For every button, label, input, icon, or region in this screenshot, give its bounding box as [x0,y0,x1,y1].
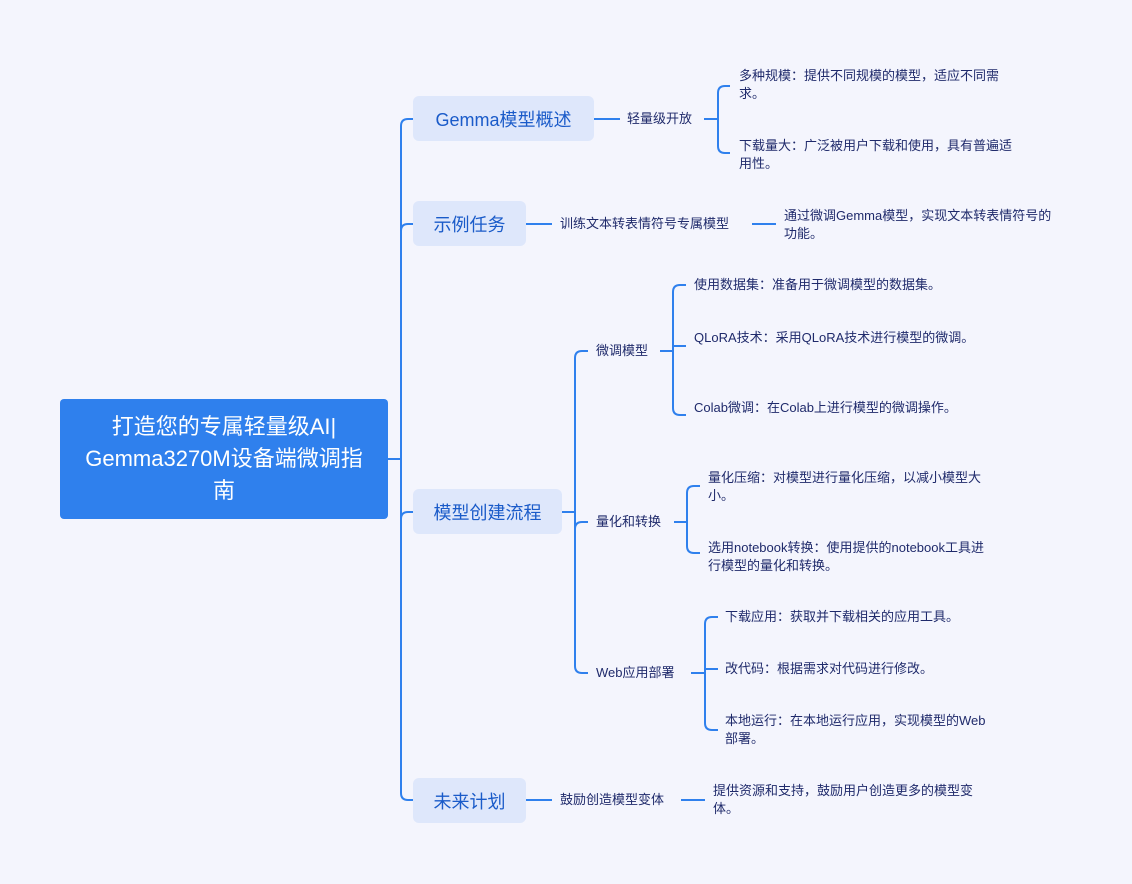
node-lightweight-open[interactable]: 轻量级开放 [627,111,693,126]
leaf-dataset[interactable]: 使用数据集：准备用于微调模型的数据集。 [694,277,942,292]
root-title: 打造您的专属轻量级AI| Gemma3270M设备端微调指南 [85,414,363,503]
leaf-colab[interactable]: Colab微调：在Colab上进行模型的微调操作。 [694,400,957,415]
branch-model-creation[interactable]: 模型创建流程 [413,489,562,534]
node-finetune[interactable]: 微调模型 [596,343,649,358]
node-quantize-convert[interactable]: 量化和转换 [596,514,662,529]
leaf-resources-support[interactable]: 提供资源和支持，鼓励用户创造更多的模型变体。 [713,783,974,816]
branch-example-task[interactable]: 示例任务 [413,201,526,246]
leaf-emoji-function[interactable]: 通过微调Gemma模型，实现文本转表情符号的功能。 [784,208,1052,241]
leaf-downloads[interactable]: 下载量大：广泛被用户下载和使用，具有普遍适用性。 [739,138,1013,171]
branch-future-plan[interactable]: 未来计划 [413,778,526,823]
node-web-deploy[interactable]: Web应用部署 [596,665,675,680]
node-encourage-variants[interactable]: 鼓励创造模型变体 [560,792,665,807]
leaf-edit-code[interactable]: 改代码：根据需求对代码进行修改。 [725,661,934,676]
leaf-multi-size[interactable]: 多种规模：提供不同规模的模型，适应不同需求。 [739,68,1000,101]
leaf-qlora[interactable]: QLoRA技术：采用QLoRA技术进行模型的微调。 [694,330,975,345]
leaf-notebook[interactable]: 选用notebook转换：使用提供的notebook工具进行模型的量化和转换。 [708,540,984,573]
root-node[interactable]: 打造您的专属轻量级AI| Gemma3270M设备端微调指南 [60,399,388,519]
leaf-download-app[interactable]: 下载应用：获取并下载相关的应用工具。 [725,609,960,624]
branch-gemma-overview[interactable]: Gemma模型概述 [413,96,594,141]
node-train-emoji-model[interactable]: 训练文本转表情符号专属模型 [560,216,730,231]
leaf-quantize[interactable]: 量化压缩：对模型进行量化压缩，以减小模型大小。 [708,470,982,503]
leaf-local-run[interactable]: 本地运行：在本地运行应用，实现模型的Web部署。 [725,713,986,746]
